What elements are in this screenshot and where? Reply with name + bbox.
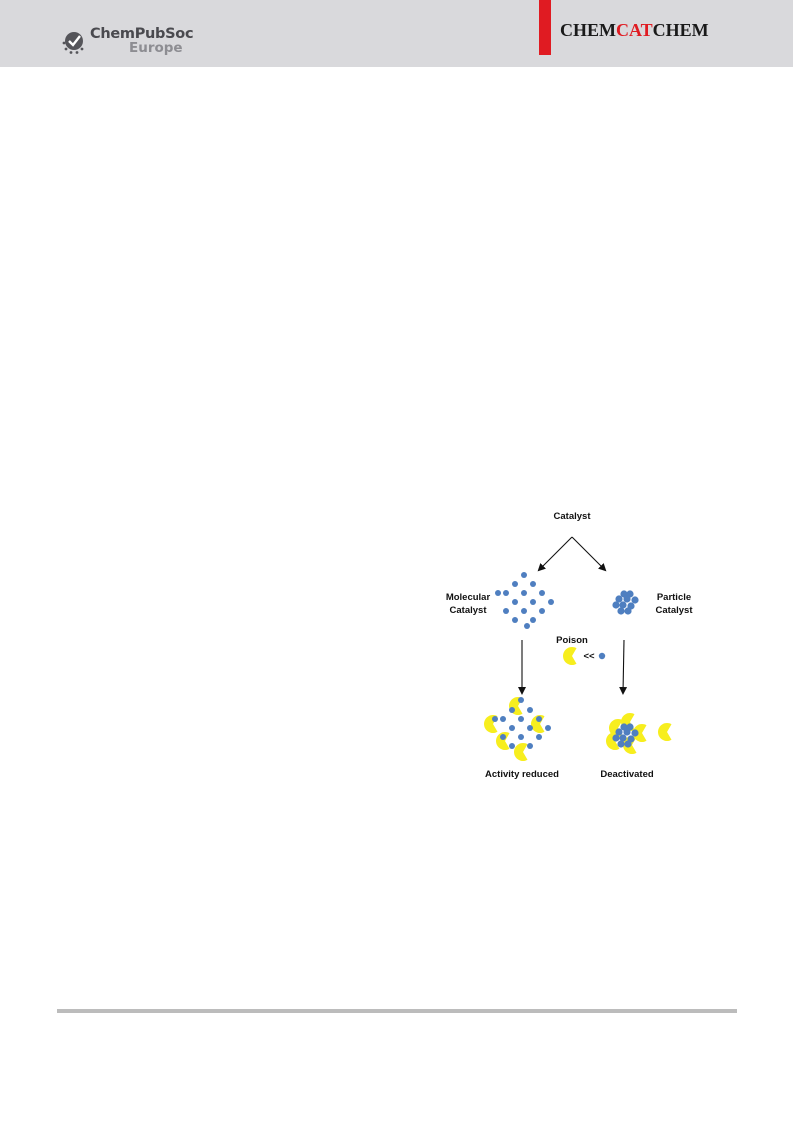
label-catalyst: Catalyst (554, 511, 592, 522)
journal-title: CHEMCATCHEM (560, 20, 709, 41)
page-header: ChemPubSoc Europe CHEMCATCHEM (0, 0, 793, 67)
journal-title-part1: CHEM (560, 20, 616, 40)
publisher-region: Europe (129, 40, 183, 56)
label-deactivated: Deactivated (600, 769, 654, 780)
molecular-catalyst-lattice (495, 572, 554, 629)
journal-accent-bar (539, 0, 551, 55)
arrow-particle-down (619, 639, 628, 695)
journal-title-part2: CAT (616, 20, 653, 40)
journal-title-part3: CHEM (652, 20, 709, 40)
label-particle-line1: Particle (657, 592, 691, 603)
poisoned-particle-cluster (606, 713, 672, 754)
catalyst-legend-icon (598, 652, 606, 660)
label-particle-line2: Catalyst (656, 605, 694, 616)
poisoned-molecular-lattice (484, 697, 551, 761)
label-activity-reduced: Activity reduced (485, 769, 559, 780)
publisher-name: ChemPubSoc (90, 26, 194, 42)
footer-divider (57, 1009, 737, 1013)
arrow-to-molecular (537, 536, 573, 572)
arrow-to-particle (571, 536, 607, 572)
label-molecular-line2: Catalyst (450, 605, 488, 616)
label-poison: Poison (556, 635, 588, 646)
label-molecular-line1: Molecular (446, 592, 491, 603)
chempubsoc-logo-icon (62, 32, 84, 54)
label-comparison: << (583, 651, 595, 662)
poison-legend-icon (563, 647, 577, 665)
particle-catalyst-cluster (612, 590, 639, 615)
